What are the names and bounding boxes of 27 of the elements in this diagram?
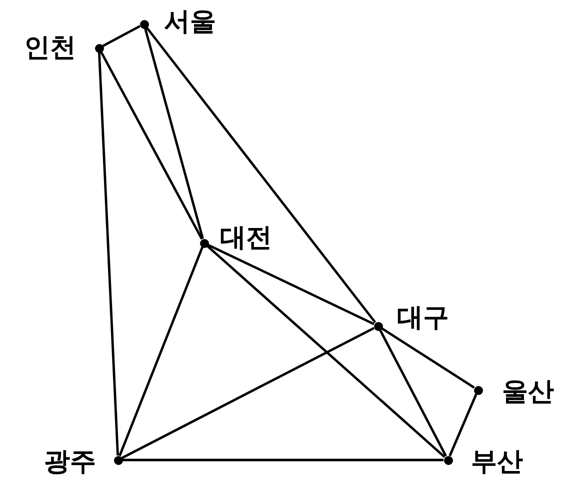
connecting-line <box>98 52 119 456</box>
connecting-line <box>381 327 475 389</box>
connecting-line <box>144 28 204 239</box>
connecting-line <box>100 51 203 240</box>
city-dot <box>94 44 104 52</box>
connecting-line <box>208 244 374 326</box>
city-dot <box>474 386 482 394</box>
city-label: 광주 <box>44 449 96 475</box>
connecting-line <box>206 245 446 458</box>
city-label: 대구 <box>397 305 449 331</box>
connecting-line <box>118 246 204 456</box>
city-dot <box>444 456 452 464</box>
connecting-line <box>448 394 478 456</box>
connecting-line <box>122 458 444 462</box>
city-dot <box>114 456 122 464</box>
city-label: 대전 <box>220 225 272 251</box>
city-label: 인천 <box>24 35 76 61</box>
city-label: 부산 <box>471 449 523 475</box>
city-dot <box>374 322 382 330</box>
connecting-line <box>379 329 447 457</box>
city-dot <box>200 238 208 248</box>
connecting-line <box>102 25 141 47</box>
connecting-line <box>146 26 376 324</box>
city-label: 서울 <box>164 9 216 35</box>
city-label: 울산 <box>502 379 554 405</box>
connecting-line <box>121 327 375 459</box>
city-dot <box>140 20 148 28</box>
